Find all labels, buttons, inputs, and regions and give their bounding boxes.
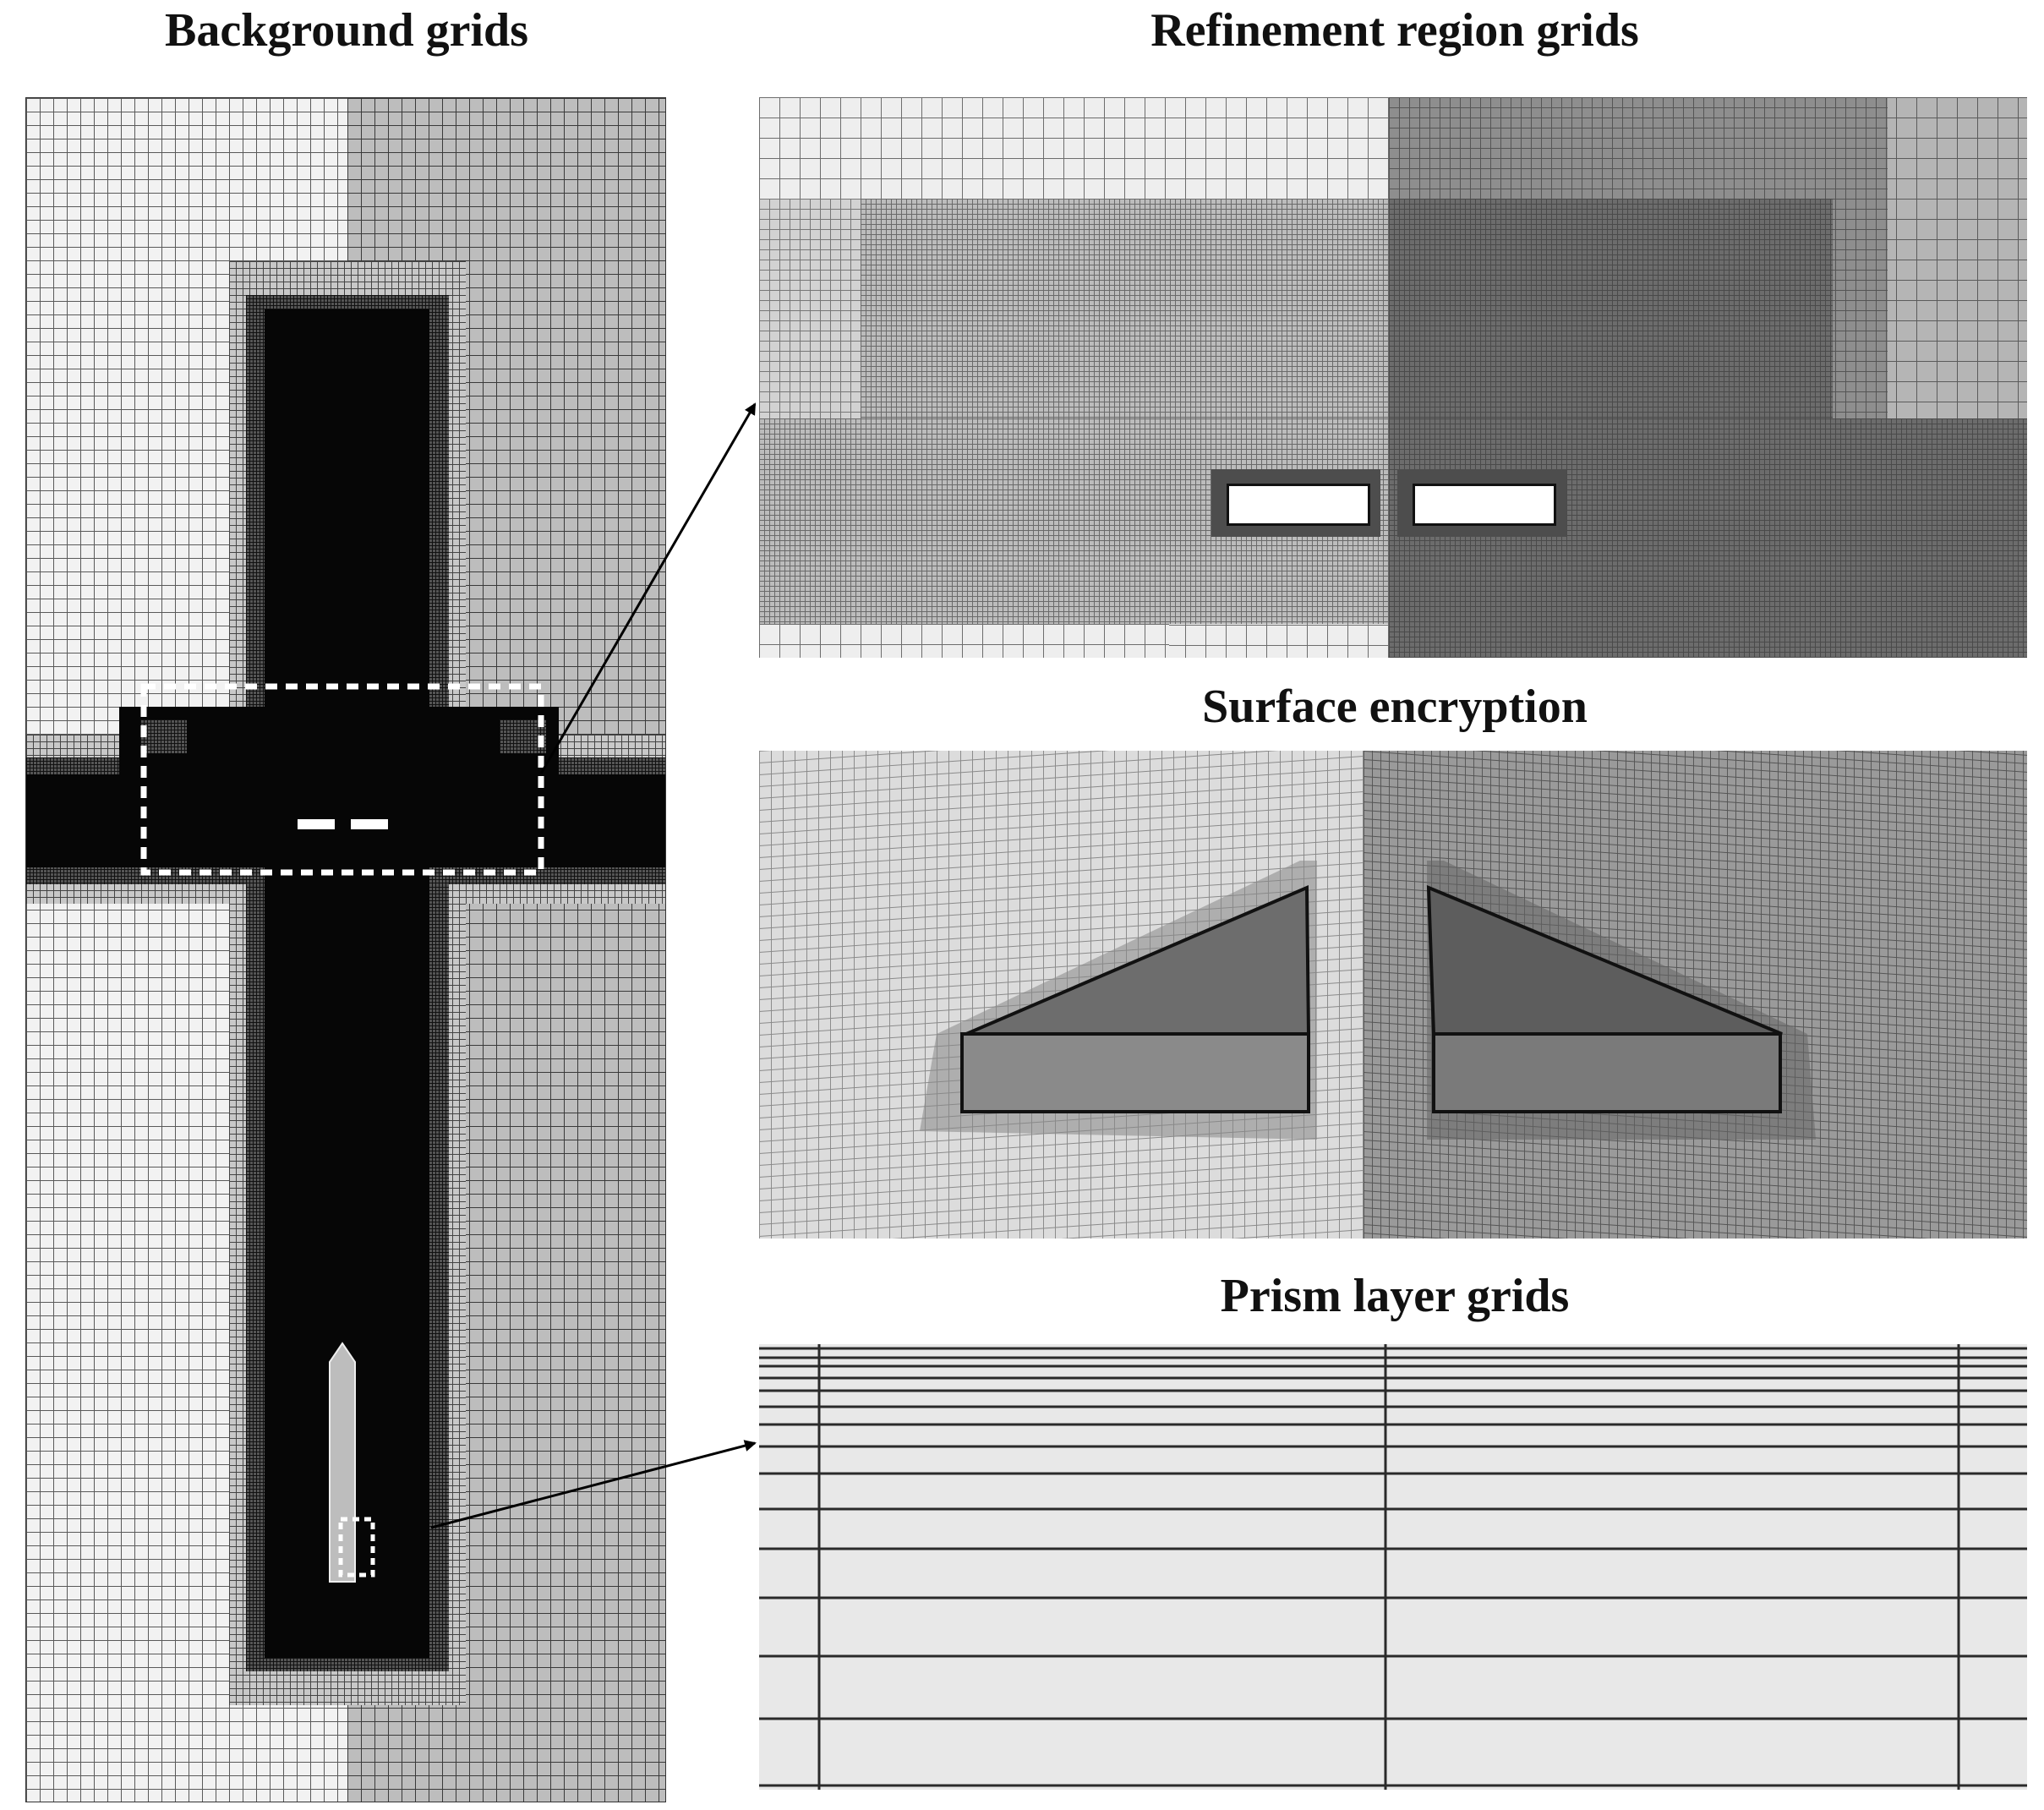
wheel-marker-right (351, 819, 388, 829)
fine-mesh-refinement-corner (140, 719, 187, 753)
arrow-to-refinement (539, 402, 757, 774)
title-prism-layer-grids: Prism layer grids (1220, 1270, 1570, 1322)
title-background-grids: Background grids (165, 4, 528, 57)
wheel-slot-left (1211, 469, 1380, 537)
arrow-to-prism (430, 1440, 757, 1529)
title-surface-encryption: Surface encryption (1202, 681, 1588, 733)
surface-encryption-panel (759, 751, 2027, 1239)
refinement-light-bottom (759, 624, 1169, 658)
wheel-slot-right (1397, 469, 1566, 537)
wheel-marker-left (298, 819, 335, 829)
background-grid-panel (25, 97, 666, 1802)
title-refinement-region-grids: Refinement region grids (1150, 4, 1639, 57)
wing-geometry (920, 861, 1816, 1140)
refinement-highlight-box (140, 683, 544, 876)
refinement-fine-low-right (1389, 418, 2027, 658)
prism-layer-panel (759, 1344, 2027, 1790)
refinement-grid-panel (759, 97, 2027, 658)
dense-mesh-refinement-block (119, 707, 559, 842)
vehicle-geometry (329, 1342, 356, 1583)
prism-layer-lines (759, 1344, 2027, 1790)
prism-highlight-box (338, 1517, 375, 1578)
